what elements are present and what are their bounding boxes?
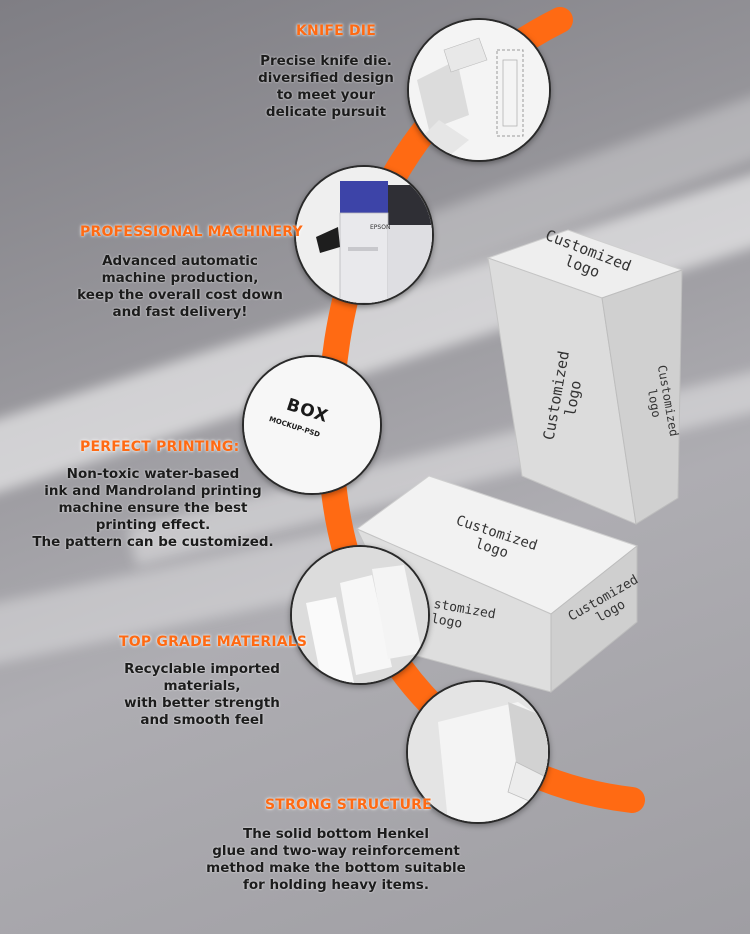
tall-box <box>486 228 686 528</box>
professional-machinery-heading: PROFESSIONAL MACHINERY <box>80 224 303 240</box>
printing-machine-icon: EPSON <box>294 165 434 305</box>
top-grade-materials-description: Recyclable imported materials, with bett… <box>112 661 292 729</box>
description-line: glue and two-way reinforcement <box>212 843 460 859</box>
paper-sheets-icon <box>290 545 430 685</box>
description-line: delicate pursuit <box>265 104 387 120</box>
strong-structure-description: The solid bottom Henkel glue and two-way… <box>196 826 476 894</box>
perfect-printing-description: Non-toxic water-based ink and Mandroland… <box>28 466 278 551</box>
description-line: Non-toxic water-based <box>66 466 240 482</box>
box-mockup-icon: BOX MOCKUP-PSD <box>242 355 382 495</box>
description-line: Precise knife die. <box>260 53 392 69</box>
knife-die-heading: KNIFE DIE <box>296 23 376 39</box>
description-line: and fast delivery! <box>112 304 248 320</box>
description-line: The solid bottom Henkel <box>243 826 429 842</box>
description-line: method make the bottom suitable <box>206 860 466 876</box>
knife-die-description: Precise knife die. diversified design to… <box>246 53 406 121</box>
description-line: machine production, <box>101 270 259 286</box>
description-line: and smooth feel <box>140 712 264 728</box>
description-line: diversified design <box>258 70 394 86</box>
description-line: to meet your <box>276 87 376 103</box>
strong-structure-heading: STRONG STRUCTURE <box>265 797 432 813</box>
top-grade-materials-heading: TOP GRADE MATERIALS <box>119 634 308 650</box>
description-line: for holding heavy items. <box>243 877 429 893</box>
perfect-printing-heading: PERFECT PRINTING: <box>80 439 240 455</box>
description-line: printing effect. <box>95 517 211 533</box>
professional-machinery-description: Advanced automatic machine production, k… <box>60 253 300 321</box>
box-corner-icon <box>406 680 550 824</box>
knife-die-icon <box>407 18 551 162</box>
description-line: with better strength <box>124 695 280 711</box>
description-line: ink and Mandroland printing <box>44 483 262 499</box>
description-line: Recyclable imported <box>124 661 280 677</box>
description-line: keep the overall cost down <box>77 287 283 303</box>
description-line: machine ensure the best <box>58 500 248 516</box>
description-line: The pattern can be customized. <box>32 534 274 550</box>
description-line: Advanced automatic <box>102 253 258 269</box>
description-line: materials, <box>163 678 241 694</box>
machine-brand: EPSON <box>370 224 391 231</box>
